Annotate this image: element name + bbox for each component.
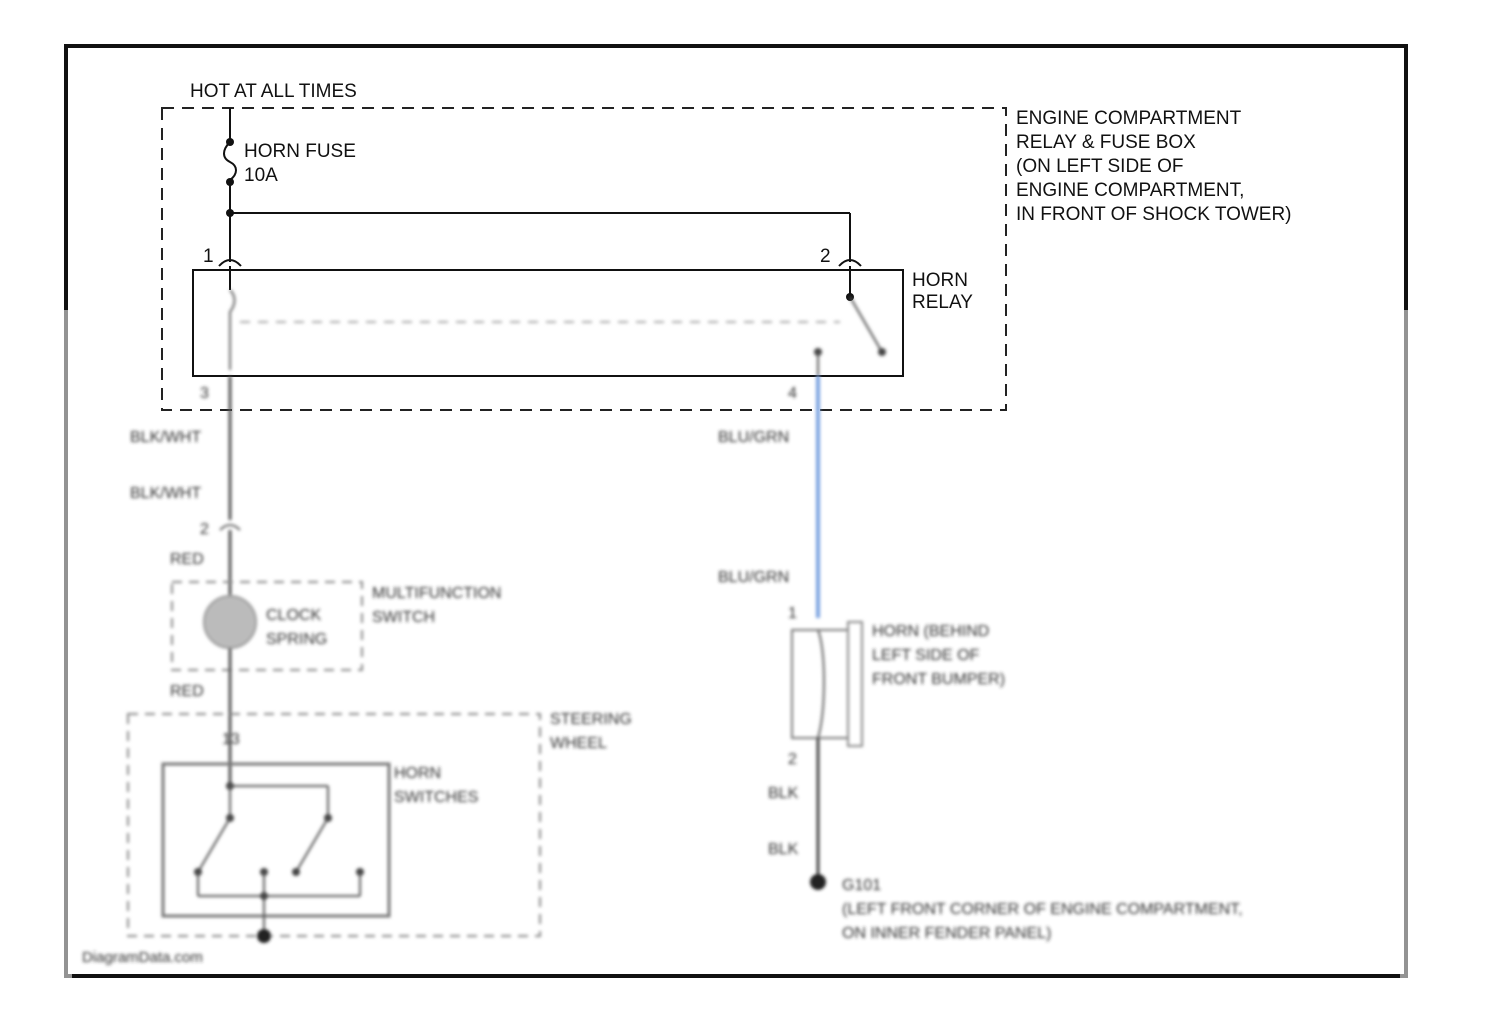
- horn-symbol: [792, 630, 848, 738]
- ground-g101: [810, 874, 826, 890]
- wire-label-blu-grn-1: BLU/GRN: [718, 429, 789, 446]
- wire-label-red-1: RED: [170, 551, 204, 568]
- horn-fuse-rating: 10A: [244, 165, 278, 186]
- fuse-box-label-line4: ENGINE COMPARTMENT,: [1016, 180, 1244, 201]
- wire-label-blk-2: BLK: [768, 841, 799, 858]
- watermark: DiagramData.com: [82, 949, 203, 966]
- ground-id-label: G101: [842, 877, 881, 894]
- connector-pin-2: 2: [200, 521, 209, 538]
- upper-section: HOT AT ALL TIMES HORN FUSE 10A 1 2 ENGIN…: [162, 81, 1292, 410]
- fuse-box-label-line3: (ON LEFT SIDE OF: [1016, 156, 1184, 177]
- wire-label-blk-wht-2: BLK/WHT: [130, 485, 201, 502]
- clock-spring-label-line2: SPRING: [266, 631, 327, 648]
- clock-spring-label-line1: CLOCK: [266, 607, 321, 624]
- fuse-box-label-line2: RELAY & FUSE BOX: [1016, 132, 1196, 153]
- connector-pin-13: 13: [222, 731, 240, 748]
- horn-fuse-symbol: [224, 142, 236, 180]
- horn-relay-label-line1: HORN: [912, 270, 968, 291]
- wire-label-blu-grn-2: BLU/GRN: [718, 569, 789, 586]
- horn-switches-label-line2: SWITCHES: [394, 789, 478, 806]
- horn-switch-ground: [257, 929, 271, 943]
- horn-relay-label-line2: RELAY: [912, 292, 973, 313]
- fuse-box-label-line1: ENGINE COMPARTMENT: [1016, 108, 1242, 129]
- relay-pin-4: 4: [788, 385, 797, 402]
- wire-label-blk-wht-1: BLK/WHT: [130, 429, 201, 446]
- horn-label-line3: FRONT BUMPER): [872, 671, 1005, 688]
- ground-location-line2: ON INNER FENDER PANEL): [842, 925, 1052, 942]
- relay-pin-3: 3: [200, 385, 209, 402]
- multifunction-switch-label-line2: SWITCH: [372, 609, 435, 626]
- horn-label-line1: HORN (BEHIND: [872, 623, 989, 640]
- lower-section: 3 4 BLK/WHT BLK/WHT 2 RED CLOCK SPRING M…: [82, 290, 1243, 966]
- steering-wheel-label-line1: STEERING: [550, 711, 632, 728]
- multifunction-switch-label-line1: MULTIFUNCTION: [372, 585, 501, 602]
- horn-pin-1: 1: [788, 605, 797, 622]
- hot-at-all-times-label: HOT AT ALL TIMES: [190, 81, 357, 102]
- horn-label-line2: LEFT SIDE OF: [872, 647, 980, 664]
- relay-pin-1: 1: [203, 246, 214, 267]
- steering-wheel-label-line2: WHEEL: [550, 735, 607, 752]
- horn-pin-2: 2: [788, 751, 797, 768]
- fuse-box-label-line5: IN FRONT OF SHOCK TOWER): [1016, 204, 1292, 225]
- ground-location-line1: (LEFT FRONT CORNER OF ENGINE COMPARTMENT…: [842, 901, 1243, 918]
- horn-switches-label-line1: HORN: [394, 765, 441, 782]
- horn-fuse-label: HORN FUSE: [244, 141, 356, 162]
- wire-label-red-2: RED: [170, 683, 204, 700]
- wire-label-blk-1: BLK: [768, 785, 799, 802]
- steering-wheel-box: [128, 714, 540, 936]
- multifunction-switch-box: [172, 582, 362, 670]
- clock-spring-symbol: [204, 596, 256, 648]
- relay-pin-2: 2: [820, 246, 831, 267]
